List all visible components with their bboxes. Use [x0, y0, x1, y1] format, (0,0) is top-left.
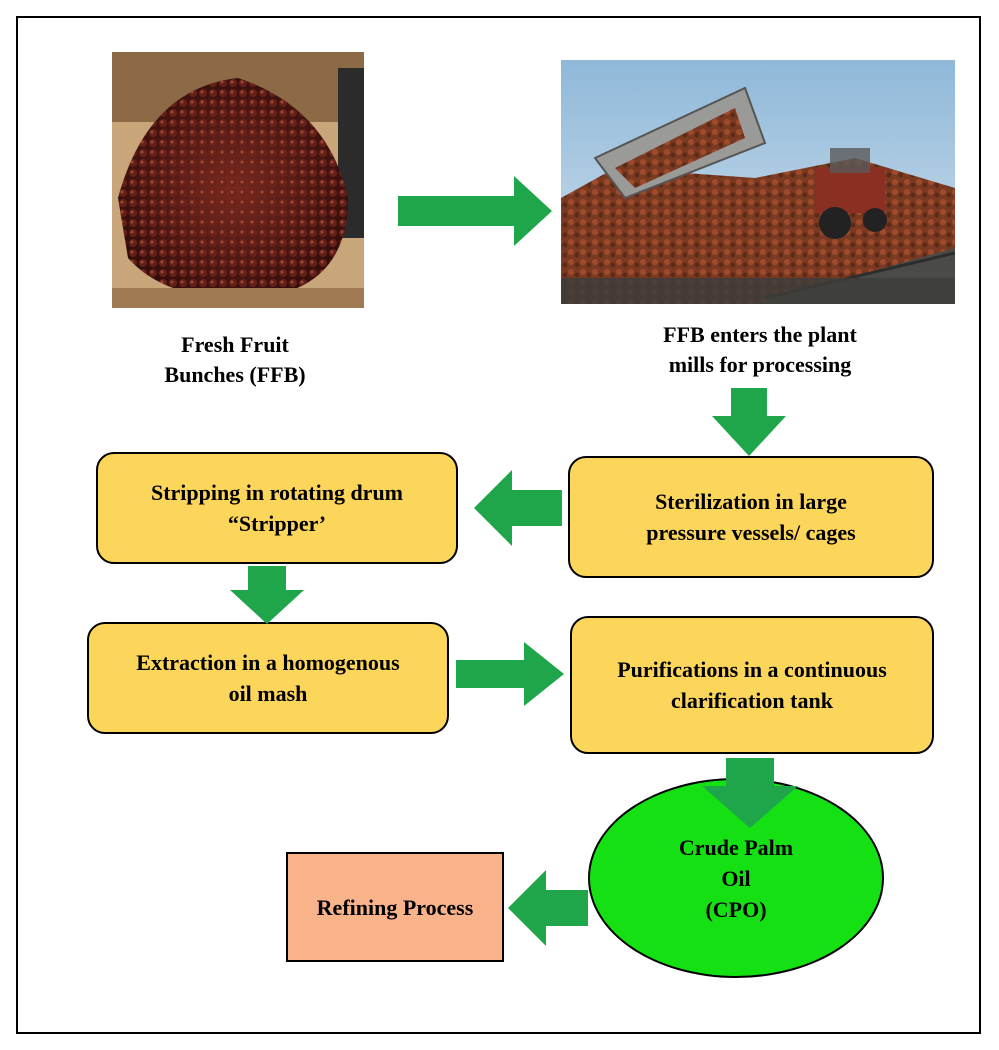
purification-step: Purifications in a continuous clarificat…: [570, 616, 934, 754]
ffb-caption: Fresh Fruit Bunches (FFB): [164, 332, 306, 387]
arrow-down-icon: [702, 758, 798, 828]
extraction-step: Extraction in a homogenous oil mash: [87, 622, 449, 734]
arrow-left-icon: [508, 870, 588, 946]
sterilization-step: Sterilization in large pressure vessels/…: [568, 456, 934, 578]
refining-step: Refining Process: [286, 852, 504, 962]
arrow-left-icon: [474, 470, 562, 546]
arrow-right-icon: [456, 642, 564, 706]
arrow-down-icon: [230, 566, 304, 624]
arrow-down-icon: [712, 388, 786, 456]
ffb-photo: [108, 48, 364, 312]
stripping-step: Stripping in rotating drum “Stripper’: [96, 452, 458, 564]
mill-photo: [555, 48, 955, 304]
arrow-right-icon: [398, 176, 552, 246]
mill-caption: FFB enters the plant mills for processin…: [663, 322, 857, 377]
